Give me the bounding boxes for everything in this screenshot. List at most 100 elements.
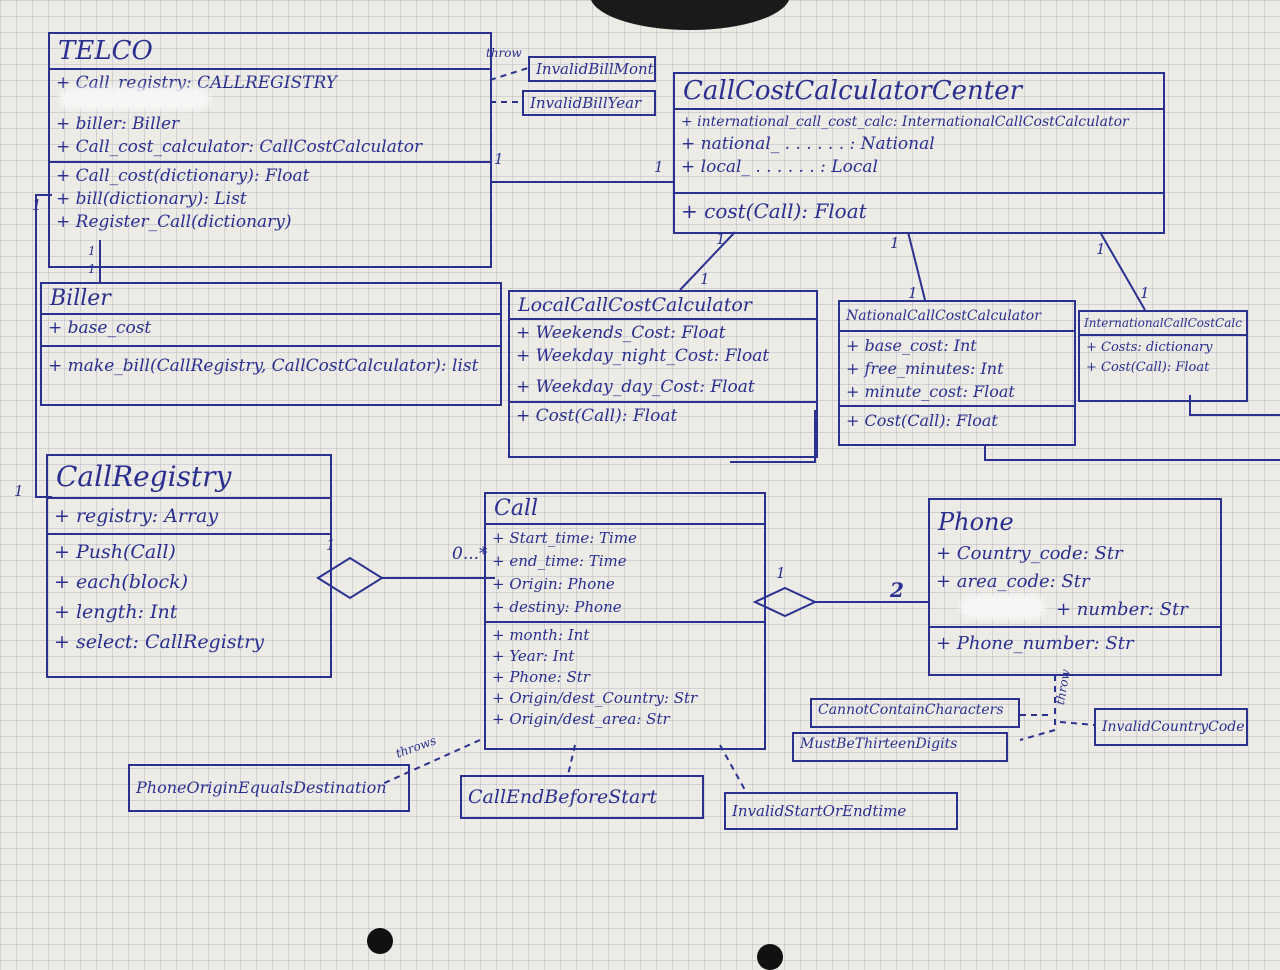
methods-section: + Cost(Call): Float xyxy=(510,403,816,430)
class-title: Biller xyxy=(42,284,500,315)
class-title: CallCostCalculatorCenter xyxy=(675,74,1163,110)
multiplicity-label: 1 xyxy=(700,270,710,288)
line-center-national xyxy=(907,231,926,301)
line-call-exc3 xyxy=(719,744,746,791)
multiplicity-label: 1 xyxy=(326,536,336,554)
method-row: + Origin/dest_Country: Str xyxy=(492,689,698,707)
method-row: + cost(Call): Float xyxy=(681,199,867,223)
class-title: LocalCallCostCalculator xyxy=(510,292,816,320)
exception-phone-origin-equals-destination: PhoneOriginEqualsDestination xyxy=(128,764,410,812)
attribute-row: + base_cost xyxy=(48,318,152,338)
class-call: Call + Start_time: Time + end_time: Time… xyxy=(484,492,766,750)
erased-smudge xyxy=(960,595,1045,619)
attribute-row: + Costs: dictionary xyxy=(1086,340,1213,355)
attribute-row: + destiny: Phone xyxy=(492,598,622,616)
methods-section: + Cost(Call): Float xyxy=(840,407,1074,434)
line-local-ext xyxy=(730,410,816,463)
class-biller: Biller + base_cost + make_bill(CallRegis… xyxy=(40,282,502,406)
method-row: + Year: Int xyxy=(492,647,575,665)
multiplicity-label: 1 xyxy=(908,284,918,302)
attributes-section: + Start_time: Time + end_time: Time + Or… xyxy=(486,525,764,623)
binder-hole xyxy=(367,928,393,954)
attribute-row: + Call_cost_calculator: CallCostCalculat… xyxy=(56,137,423,157)
methods-section: + make_bill(CallRegistry, CallCostCalcul… xyxy=(42,347,500,385)
multiplicity-label: 1 xyxy=(88,262,96,276)
attributes-section: + Country_code: Str + area_code: Str + n… xyxy=(930,538,1220,628)
attributes-section: + base_cost: Int + free_minutes: Int + m… xyxy=(840,332,1074,407)
line-center-local xyxy=(679,231,736,291)
class-title: CallRegistry xyxy=(48,456,330,499)
attribute-row: + Weekends_Cost: Float xyxy=(516,323,726,343)
attributes-section: + Call_registry: CALLREGISTRY + biller: … xyxy=(50,70,490,163)
exception-invalid-country-code: InvalidCountryCode xyxy=(1094,708,1248,746)
multiplicity-label: 0...* xyxy=(452,544,488,564)
line-phone-exc xyxy=(1019,675,1056,741)
method-row: + Register_Call(dictionary) xyxy=(56,212,292,232)
method-row: + Origin/dest_area: Str xyxy=(492,710,670,728)
attribute-row: + international_call_cost_calc: Internat… xyxy=(681,114,1129,130)
attribute-row: + local_ . . . . . . : Local xyxy=(681,157,878,177)
exception-invalid-start-or-endtime: InvalidStartOrEndtime xyxy=(724,792,958,830)
attribute-row: + national_ . . . . . . : National xyxy=(681,134,935,154)
class-title: InternationalCallCostCalc xyxy=(1080,312,1246,336)
attributes-section: + international_call_cost_calc: Internat… xyxy=(675,110,1163,194)
class-title: TELCO xyxy=(50,34,490,70)
attribute-row: + Weekday_day_Cost: Float xyxy=(516,377,755,397)
attribute-row: + free_minutes: Int xyxy=(846,359,1004,378)
method-row: + each(block) xyxy=(54,571,189,593)
methods-section: + Phone_number: Str xyxy=(930,628,1220,660)
attribute-row: + number: Str xyxy=(1056,599,1188,620)
method-row: + Phone_number: Str xyxy=(936,633,1134,654)
method-row: + bill(dictionary): List xyxy=(56,189,247,209)
multiplicity-label: 1 xyxy=(1096,240,1106,258)
attributes-section: + Costs: dictionary + Cost(Call): Float xyxy=(1080,336,1246,380)
attribute-row: + Country_code: Str xyxy=(936,543,1123,564)
line-center-intl xyxy=(1099,231,1146,311)
multiplicity-label: 1 xyxy=(716,230,726,248)
exception-cannot-contain-characters: CannotContainCharacters xyxy=(810,698,1020,728)
multiplicity-label: 1 xyxy=(88,244,96,258)
class-telco: TELCO + Call_registry: CALLREGISTRY + bi… xyxy=(48,32,492,268)
class-title: Phone xyxy=(938,508,1014,536)
attribute-row: + biller: Biller xyxy=(56,114,180,134)
attribute-row: + Origin: Phone xyxy=(492,575,615,593)
multiplicity-label: 1 xyxy=(14,482,24,500)
exception-invalid-bill-month: InvalidBillMonth xyxy=(528,56,656,82)
methods-section: + Push(Call) + each(block) + length: Int… xyxy=(48,535,330,659)
attribute-row: + base_cost: Int xyxy=(846,336,977,355)
method-row: + make_bill(CallRegistry, CallCostCalcul… xyxy=(48,356,479,376)
method-row: + month: Int xyxy=(492,626,590,644)
method-row: + select: CallRegistry xyxy=(54,631,265,653)
multiplicity-label: 1 xyxy=(32,196,42,214)
class-national-call-cost-calculator: NationalCallCostCalculator + base_cost: … xyxy=(838,300,1076,446)
class-call-registry: CallRegistry + registry: Array + Push(Ca… xyxy=(46,454,332,678)
exception-must-be-thirteen-digits: MustBeThirteenDigits xyxy=(792,732,1008,762)
line-telco-registry xyxy=(35,194,52,498)
attribute-row: + Weekday_night_Cost: Float xyxy=(516,346,770,366)
attribute-row: + Cost(Call): Float xyxy=(1086,360,1210,375)
attribute-row: + area_code: Str xyxy=(936,571,1090,592)
attribute-row: + Start_time: Time xyxy=(492,529,637,547)
binder-hole xyxy=(757,944,783,970)
attribute-row: + minute_cost: Float xyxy=(846,382,1015,401)
class-phone: Phone + Country_code: Str + area_code: S… xyxy=(928,498,1222,676)
class-title: Call xyxy=(486,494,764,525)
method-row: + Cost(Call): Float xyxy=(516,406,678,426)
erased-smudge xyxy=(60,88,210,110)
line-call-exc1 xyxy=(379,739,481,786)
multiplicity-label: 1 xyxy=(776,564,786,582)
method-row: + Cost(Call): Float xyxy=(846,411,998,430)
attribute-row: + registry: Array xyxy=(54,505,219,527)
methods-section: + Call_cost(dictionary): Float + bill(di… xyxy=(50,163,490,236)
attributes-section: + base_cost xyxy=(42,315,500,347)
method-row: + Push(Call) xyxy=(54,541,176,563)
line-phone-exc3 xyxy=(1059,721,1096,726)
multiplicity-label: 2 xyxy=(890,578,904,602)
line-telco-exc1 xyxy=(489,67,529,81)
class-call-cost-calculator-center: CallCostCalculatorCenter + international… xyxy=(673,72,1165,234)
class-international-call-cost-calc: InternationalCallCostCalc + Costs: dicti… xyxy=(1078,310,1248,402)
multiplicity-label: 1 xyxy=(654,158,664,176)
method-row: + Call_cost(dictionary): Float xyxy=(56,166,310,186)
exception-call-end-before-start: CallEndBeforeStart xyxy=(460,775,704,819)
